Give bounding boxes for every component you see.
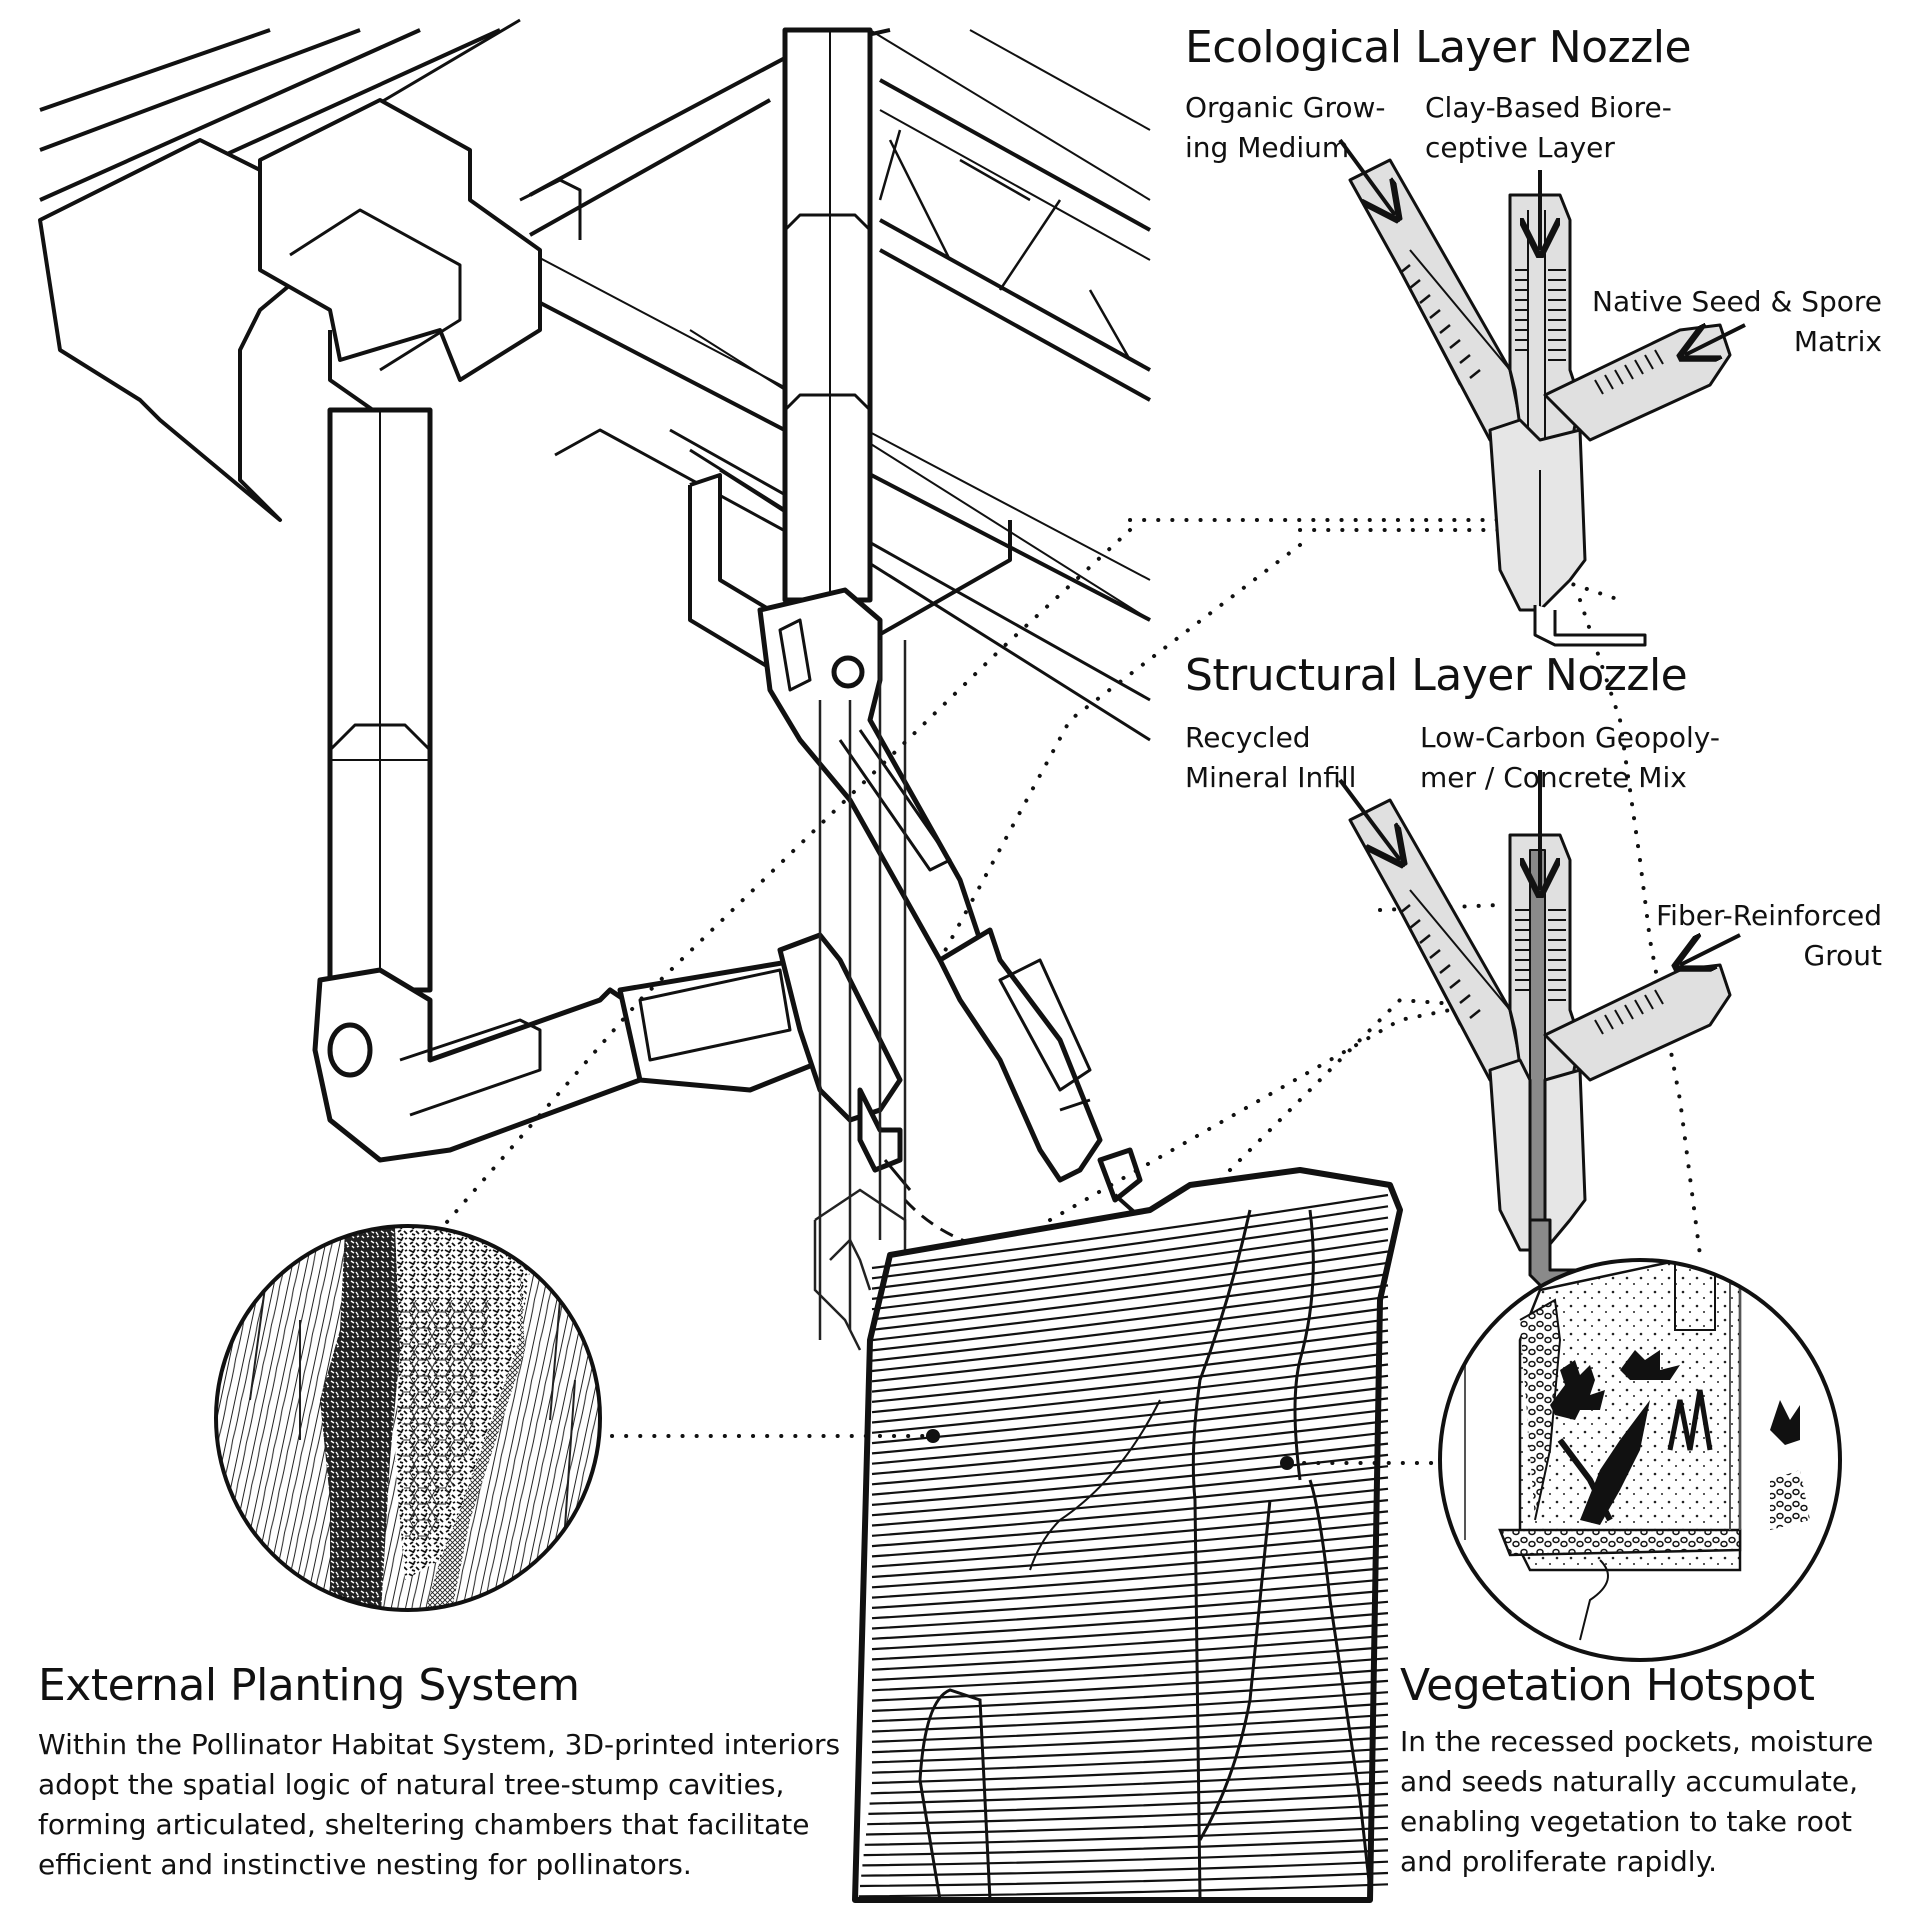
wall-layer-line [871, 1216, 1389, 1290]
wall-layer-line [871, 1623, 1389, 1661]
wall-layer-line [871, 1758, 1389, 1785]
wall-layer-line [871, 1566, 1389, 1609]
wall-layer-line [871, 1193, 1389, 1270]
wall-layer-line [865, 1815, 1389, 1836]
wall-layer-line [871, 1352, 1389, 1414]
wall-layer-line [871, 1227, 1389, 1300]
detail-circle-vegetation [1438, 1258, 1842, 1662]
wall-layer-line [871, 1544, 1389, 1589]
wall-layer-line [871, 1205, 1389, 1280]
wall-layer-line [871, 1555, 1389, 1599]
wall-layer-line [871, 1397, 1389, 1455]
wall-layer-line [871, 1510, 1389, 1558]
vegetation-hotspot-description: In the recessed pockets, moisture and se… [1400, 1725, 1874, 1878]
label-organic-growing-medium: Organic Grow- ing Medium [1185, 91, 1386, 164]
wall-layer-line [871, 1408, 1389, 1465]
wall-layer-line [871, 1329, 1389, 1393]
printed-wall [852, 1167, 1403, 1903]
wall-layer-line [871, 1284, 1389, 1352]
wall-layer-line [871, 1747, 1389, 1774]
callout-dot-vegetation [1280, 1456, 1294, 1470]
wall-layer-line [871, 1668, 1389, 1702]
callout-dot-planting [926, 1429, 940, 1443]
wall-layer-lines [858, 1193, 1389, 1898]
label-native-seed-spore-matrix: Native Seed & Spore Matrix [1592, 285, 1882, 358]
wall-layer-line [871, 1318, 1389, 1383]
wall-layer-line [871, 1340, 1389, 1403]
wall-layer-line [868, 1792, 1389, 1815]
wall-layer-line [871, 1736, 1389, 1764]
wall-layer-line [871, 1386, 1389, 1445]
wall-layer-line [871, 1295, 1389, 1362]
wall-layer-line [871, 1476, 1389, 1527]
robot-arm-left [312, 407, 1121, 1255]
leader-lines [438, 518, 1702, 1465]
label-clay-bioreceptive-layer: Clay-Based Biore- ceptive Layer [1425, 91, 1672, 164]
wall-layer-line [871, 1273, 1389, 1342]
wall-layer-line [871, 1600, 1389, 1640]
structural-nozzle-title: Structural Layer Nozzle [1185, 650, 1688, 701]
wall-layer-line [871, 1363, 1389, 1424]
wall-layer-line [859, 1871, 1389, 1888]
support-column [813, 640, 907, 1351]
wall-layer-line [864, 1826, 1389, 1846]
wall-layer-line [871, 1612, 1389, 1651]
label-geopolymer-concrete-mix: Low-Carbon Geopoly- mer / Concrete Mix [1420, 721, 1720, 794]
gantry-truss [38, 18, 1151, 742]
label-recycled-mineral-infill: Recycled Mineral Infill [1185, 721, 1357, 794]
wall-layer-line [871, 1645, 1389, 1682]
wall-layer-line [871, 1239, 1389, 1311]
wall-layer-line [871, 1702, 1389, 1733]
wall-layer-line [870, 1770, 1389, 1795]
wall-layer-line [871, 1691, 1389, 1723]
wall-layer-line [858, 1883, 1389, 1898]
wall-layer-line [871, 1261, 1389, 1331]
label-fiber-reinforced-grout: Fiber-Reinforced Grout [1656, 899, 1882, 972]
external-planting-description: Within the Pollinator Habitat System, 3D… [38, 1728, 841, 1881]
wall-layer-line [871, 1374, 1389, 1434]
wall-layer-line [871, 1532, 1389, 1579]
wall-layer-line [869, 1781, 1389, 1805]
ecological-nozzle-title: Ecological Layer Nozzle [1185, 22, 1692, 73]
wall-layer-line [863, 1838, 1389, 1857]
wall-layer-line [871, 1431, 1389, 1486]
wall-layer-line [871, 1442, 1389, 1496]
wall-layer-line [867, 1804, 1389, 1826]
wall-layer-line [871, 1713, 1389, 1743]
detail-circle-nesting-cavity [214, 1224, 602, 1612]
wall-layer-line [871, 1465, 1389, 1517]
wall-layer-line [871, 1679, 1389, 1712]
external-planting-title: External Planting System [38, 1660, 580, 1711]
wall-layer-line [862, 1849, 1389, 1867]
wall-layer-line [871, 1250, 1389, 1321]
wall-layer-line [871, 1521, 1389, 1568]
wall-layer-line [871, 1634, 1389, 1671]
wall-layer-line [871, 1306, 1389, 1373]
wall-layer-line [871, 1657, 1389, 1692]
wall-layer-line [871, 1578, 1389, 1620]
wall-layer-line [871, 1487, 1389, 1537]
wall-layer-line [871, 1589, 1389, 1630]
ecological-nozzle-section [1338, 138, 1746, 647]
wall-layer-line [871, 1725, 1389, 1754]
vegetation-hotspot-title: Vegetation Hotspot [1400, 1660, 1815, 1711]
